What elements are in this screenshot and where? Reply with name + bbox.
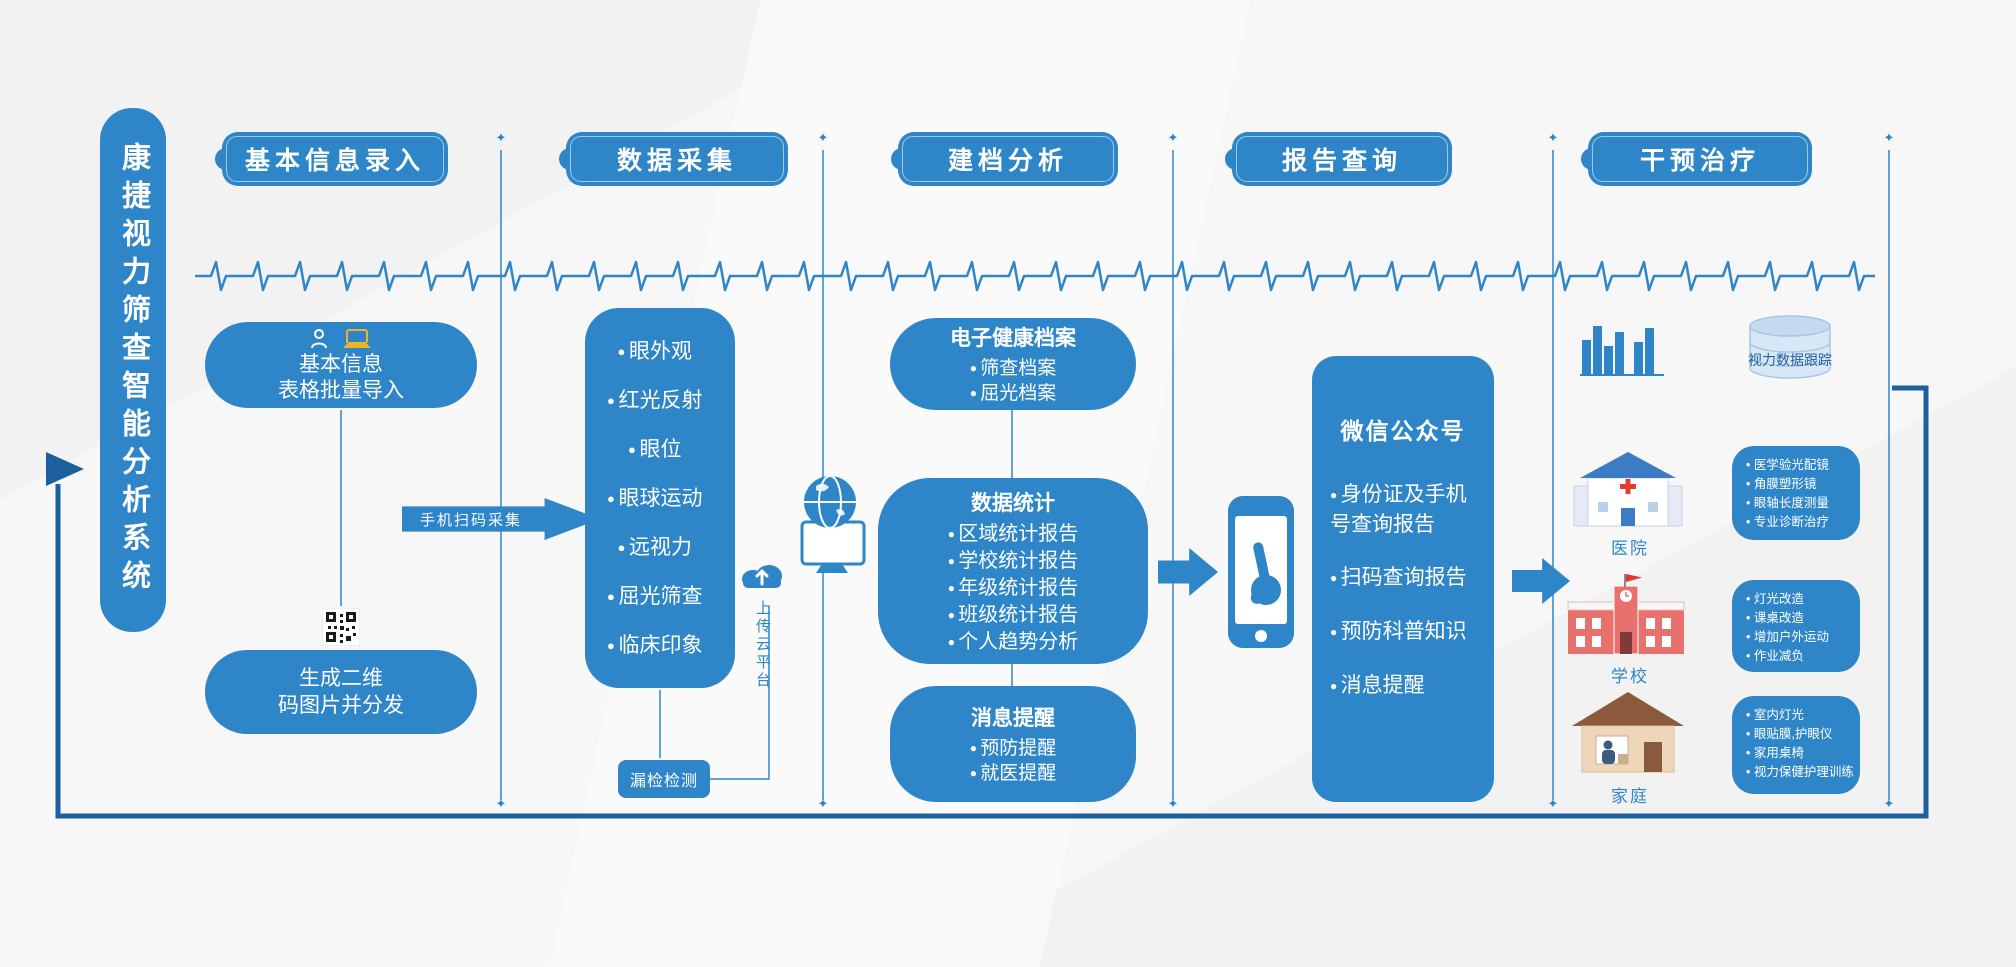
home-measures-box: 室内灯光 眼贴膜,护眼仪 家用桌椅 视力保健护理训练 [1732, 696, 1860, 794]
statistics-list: 区域统计报告 学校统计报告 年级统计报告 班级统计报告 个人趋势分析 [948, 521, 1078, 656]
ehr-box: 电子健康档案 筛查档案 屈光档案 [890, 318, 1136, 410]
list-item: 消息提醒 [1330, 671, 1480, 701]
notification-title: 消息提醒 [971, 707, 1055, 730]
stage-header-basic-info: 基本信息录入 [215, 132, 448, 186]
list-item: 个人趋势分析 [948, 629, 1078, 656]
list-item: 作业减负 [1746, 647, 1850, 666]
basic-info-import-box: 基本信息 表格批量导入 [205, 322, 477, 408]
column-separator [500, 150, 502, 800]
wechat-official-account-box: 微信公众号 身份证及手机号查询报告 扫码查询报告 预防科普知识 消息提醒 [1312, 356, 1494, 802]
home-label: 家庭 [1611, 787, 1649, 806]
list-item: 年级统计报告 [948, 575, 1078, 602]
phone-touch-icon [1228, 496, 1294, 648]
list-item: 专业诊断治疗 [1746, 513, 1850, 532]
wechat-list: 身份证及手机号查询报告 扫码查询报告 预防科普知识 消息提醒 [1312, 480, 1494, 725]
list-item: 红光反射 [607, 376, 702, 425]
list-item: 室内灯光 [1746, 706, 1850, 725]
column-separator [1552, 150, 1554, 800]
hospital-label: 医院 [1611, 539, 1649, 558]
statistics-box: 数据统计 区域统计报告 学校统计报告 年级统计报告 班级统计报告 个人趋势分析 [878, 478, 1148, 664]
upload-platform-label: 上传云平台 [754, 600, 771, 690]
school-measures-box: 灯光改造 课桌改造 增加户外运动 作业减负 [1732, 580, 1860, 672]
scan-arrow-label: 手机扫码采集 [420, 511, 523, 529]
import-box-line2: 表格批量导入 [278, 379, 404, 402]
list-item: 视力保健护理训练 [1746, 763, 1854, 782]
school-icon [1567, 574, 1685, 655]
hospital-list: 医学验光配镜 角膜塑形镜 眼轴长度测量 专业诊断治疗 [1746, 456, 1850, 532]
import-box-line1: 基本信息 [299, 353, 383, 376]
notification-box: 消息提醒 预防提醒 就医提醒 [890, 686, 1136, 802]
system-title: 康捷视力筛查智能分析系统 [117, 142, 150, 598]
list-item: 眼位 [607, 425, 702, 474]
ehr-list: 筛查档案 屈光档案 [970, 356, 1056, 406]
list-item: 眼轴长度测量 [1746, 494, 1850, 513]
system-title-bar: 康捷视力筛查智能分析系统 [100, 108, 166, 632]
hospital-measures-box: 医学验光配镜 角膜塑形镜 眼轴长度测量 专业诊断治疗 [1732, 446, 1860, 540]
generate-qr-box: 生成二维 码图片并分发 [205, 650, 477, 734]
list-item: 预防提醒 [970, 736, 1056, 761]
generate-box-line1: 生成二维 [299, 667, 383, 690]
separator-ornament-icon [1545, 796, 1561, 812]
list-item: 屈光筛查 [607, 572, 702, 621]
list-item: 身份证及手机号查询报告 [1330, 480, 1480, 539]
school-list: 灯光改造 课桌改造 增加户外运动 作业减负 [1746, 590, 1850, 666]
ehr-title: 电子健康档案 [950, 327, 1076, 350]
hospital-icon [1573, 452, 1683, 527]
statistics-title: 数据统计 [971, 491, 1055, 515]
eye-exam-list: 眼外观 红光反射 眼位 眼球运动 远视力 屈光筛查 临床印象 [585, 327, 702, 670]
wechat-title: 微信公众号 [1340, 418, 1466, 444]
list-item: 灯光改造 [1746, 590, 1850, 609]
stage-header-archive-analysis: 建档分析 [891, 132, 1118, 186]
list-item: 筛查档案 [970, 356, 1056, 381]
list-item: 增加户外运动 [1746, 628, 1850, 647]
column-separator [1172, 150, 1174, 800]
list-item: 远视力 [607, 523, 702, 572]
data-collection-box: 眼外观 红光反射 眼位 眼球运动 远视力 屈光筛查 临床印象 [585, 308, 735, 688]
person-icon [311, 329, 327, 349]
home-list: 室内灯光 眼贴膜,护眼仪 家用桌椅 视力保健护理训练 [1746, 706, 1854, 782]
separator-ornament-icon [1165, 130, 1181, 146]
list-item: 课桌改造 [1746, 609, 1850, 628]
globe-monitor-icon [800, 475, 866, 573]
stage-header-data-collection: 数据采集 [559, 132, 788, 186]
list-item: 扫码查询报告 [1330, 563, 1480, 593]
separator-ornament-icon [815, 130, 831, 146]
column-separator [1888, 150, 1890, 800]
list-item: 眼贴膜,护眼仪 [1746, 725, 1850, 744]
list-item: 医学验光配镜 [1746, 456, 1850, 475]
notification-list: 预防提醒 就医提醒 [970, 736, 1056, 786]
list-item: 家用桌椅 [1746, 744, 1850, 763]
list-item: 临床印象 [607, 621, 702, 670]
ecg-line [195, 260, 1875, 292]
list-item: 眼球运动 [607, 474, 702, 523]
right-arrow-icon [1158, 548, 1218, 596]
home-icon [1572, 692, 1684, 773]
list-item: 角膜塑形镜 [1746, 475, 1850, 494]
list-item: 眼外观 [607, 327, 702, 376]
separator-ornament-icon [1881, 796, 1897, 812]
list-item: 屈光档案 [970, 381, 1056, 406]
separator-ornament-icon [1545, 130, 1561, 146]
qr-code-icon [322, 608, 360, 646]
separator-ornament-icon [493, 796, 509, 812]
list-item: 班级统计报告 [948, 602, 1078, 629]
separator-ornament-icon [815, 796, 831, 812]
separator-ornament-icon [493, 130, 509, 146]
list-item: 就医提醒 [970, 761, 1056, 786]
laptop-icon [343, 329, 371, 348]
separator-ornament-icon [1881, 130, 1897, 146]
generate-box-line2: 码图片并分发 [278, 694, 404, 717]
list-item: 预防科普知识 [1330, 617, 1480, 647]
list-item: 学校统计报告 [948, 548, 1078, 575]
bar-chart-icon [1580, 326, 1664, 376]
stage-header-intervention: 干预治疗 [1581, 132, 1812, 186]
separator-ornament-icon [1165, 796, 1181, 812]
missed-check-box: 漏检检测 [618, 760, 710, 798]
cloud-upload-icon [742, 565, 782, 588]
vision-data-tracking-label: 视力数据跟踪 [1748, 352, 1832, 368]
stage-header-report-query: 报告查询 [1225, 132, 1452, 186]
list-item: 区域统计报告 [948, 521, 1078, 548]
database-icon [1749, 315, 1831, 379]
